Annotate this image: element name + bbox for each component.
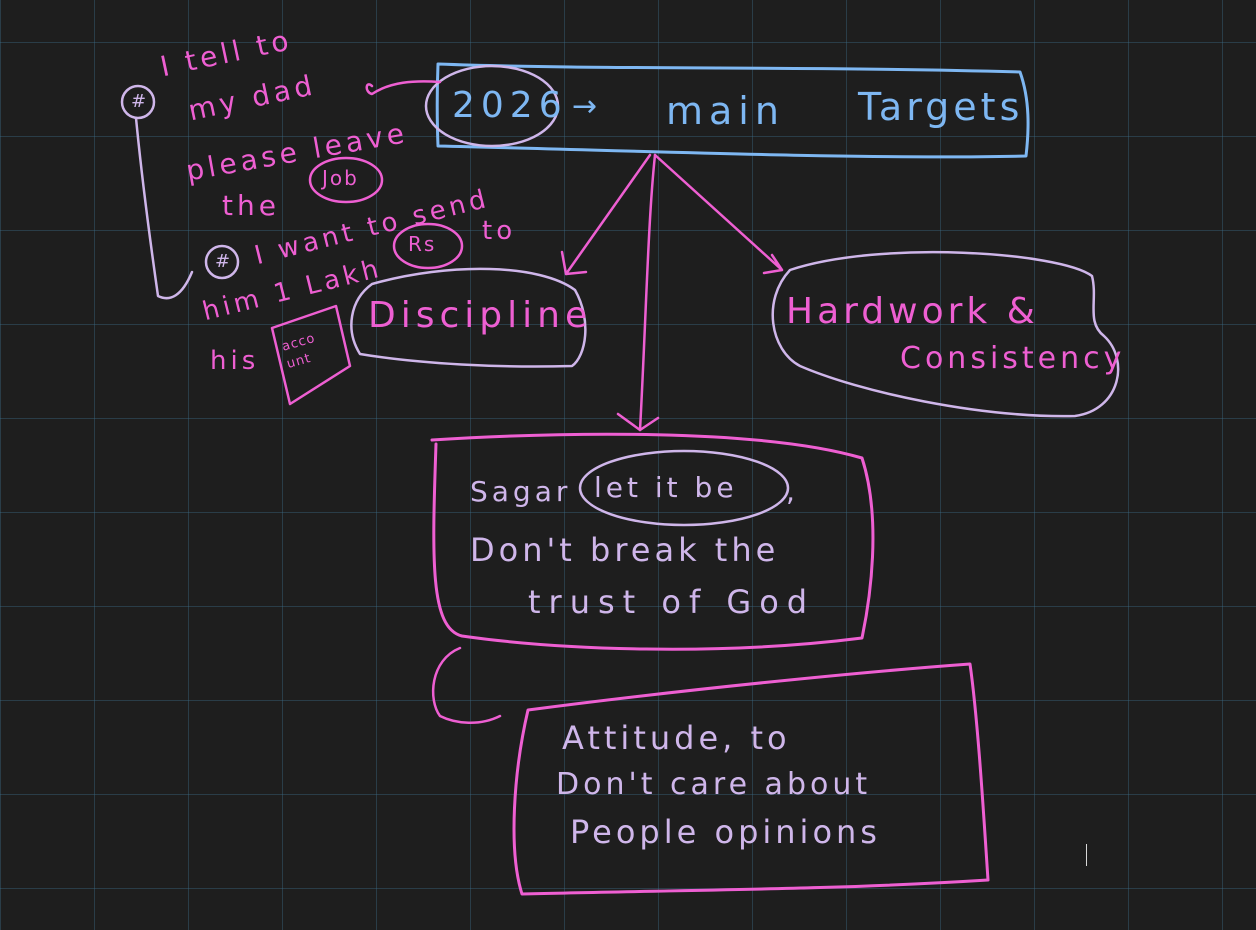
side-line-4-a: the	[222, 189, 280, 222]
text-cursor	[1086, 844, 1087, 866]
center-line-1-a: Sagar	[470, 475, 572, 508]
let-it-be-circle	[578, 449, 790, 527]
bottom-line-1: Attitude, to	[562, 719, 791, 757]
title-main: main	[666, 89, 785, 133]
center-line-1-c: ,	[786, 475, 799, 508]
side-line-4-b: Job	[322, 166, 359, 190]
side-marker-1-circle	[120, 84, 156, 120]
center-line-1-b: let it be	[594, 471, 738, 504]
account-box	[270, 304, 352, 406]
bottom-line-2: Don't care about	[556, 767, 872, 802]
title-year: 2026	[452, 85, 568, 126]
side-bracket	[134, 116, 194, 300]
title-box	[435, 62, 1030, 159]
side-marker-2: #	[215, 251, 231, 272]
year-circle	[424, 64, 560, 148]
center-line-2: Don't break the	[470, 531, 780, 569]
side-line-6-c: to	[482, 216, 517, 246]
rs-circle	[392, 222, 464, 270]
bottom-line-3: People opinions	[570, 813, 881, 851]
title-arrow: →	[572, 89, 602, 124]
side-marker-2-circle	[204, 244, 240, 280]
side-line-6-b: Rs	[408, 232, 437, 256]
arrow-to-hardwork	[653, 153, 784, 275]
hardwork-line-2: Consistency	[900, 341, 1126, 376]
side-marker-1: #	[131, 91, 147, 112]
title-targets: Targets	[858, 85, 1024, 129]
arrow-to-center	[616, 153, 660, 432]
center-to-bottom-connector	[431, 646, 502, 724]
arrow-to-discipline	[560, 153, 652, 276]
hardwork-bubble	[771, 251, 1120, 418]
side-line-7-a: his	[210, 346, 260, 376]
hardwork-line-1: Hardwork &	[786, 291, 1039, 332]
center-box	[430, 432, 875, 651]
discipline-label: Discipline	[368, 295, 593, 336]
discipline-bubble	[350, 267, 587, 368]
center-line-3: trust of God	[528, 583, 816, 621]
job-circle	[308, 156, 384, 204]
bottom-box	[512, 662, 990, 896]
side-to-title-connector	[365, 80, 442, 96]
